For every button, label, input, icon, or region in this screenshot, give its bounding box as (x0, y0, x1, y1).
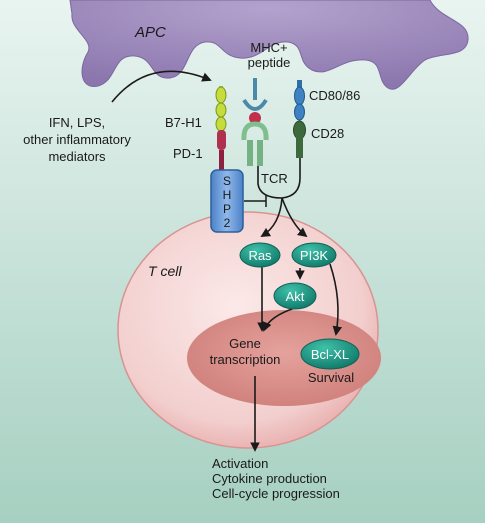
gene-label-line2: transcription (210, 352, 281, 367)
mhc-label-line2: peptide (248, 55, 291, 70)
mhc-label-line1: MHC+ (250, 40, 287, 55)
akt-label: Akt (286, 289, 305, 304)
cd28-receptor (293, 120, 306, 158)
shp2-letter-s: S (223, 174, 231, 188)
outcome-cell-cycle: Cell-cycle progression (212, 486, 340, 501)
pi3k-label: PI3K (300, 248, 329, 263)
outcome-cytokine: Cytokine production (212, 471, 327, 486)
gene-label-line1: Gene (229, 336, 261, 351)
bcl-xl-label: Bcl-XL (311, 347, 349, 362)
arrow-akt-to-gene (262, 307, 296, 332)
survival-label: Survival (308, 370, 354, 385)
t-cell-label: T cell (148, 263, 182, 279)
pd-1-receptor (217, 130, 226, 172)
ifn-label-line1: IFN, LPS, (49, 115, 105, 130)
cd28-signal-line (281, 158, 301, 199)
ifn-label-line2: other inflammatory (23, 132, 131, 147)
cd80-86-receptor (294, 80, 305, 121)
apc-cell (69, 0, 469, 90)
arrow-pi3k-to-bclxl (329, 263, 343, 336)
cd28-label: CD28 (311, 126, 344, 141)
tcr-receptor (241, 121, 269, 166)
inhibition-arrow (244, 195, 267, 207)
ras-label: Ras (248, 248, 272, 263)
outcome-activation: Activation (212, 456, 268, 471)
shp2-letter-2: 2 (224, 216, 231, 230)
shp2-box (210, 169, 244, 233)
b7-h1-label: B7-H1 (165, 115, 202, 130)
mhc-peptide (242, 78, 268, 124)
bcl-xl-node: Bcl-XL (300, 338, 360, 370)
tcr-label: TCR (261, 171, 288, 186)
ras-node: Ras (239, 242, 281, 268)
akt-node: Akt (273, 282, 317, 310)
arrow-to-pi3k (281, 197, 308, 238)
shp2-letter-p: P (223, 202, 231, 216)
arrow-to-ras (260, 197, 283, 238)
pd-1-label: PD-1 (173, 146, 203, 161)
shp2-letter-h: H (223, 188, 232, 202)
b7-h1-receptor (215, 86, 227, 142)
pi3k-node: PI3K (291, 242, 337, 268)
nucleus (187, 310, 381, 406)
ifn-label-line3: mediators (48, 149, 106, 164)
apc-label: APC (134, 24, 166, 41)
tcr-signal-line (257, 166, 283, 199)
arrow-ifn-to-b7h1 (111, 70, 212, 103)
cd80-86-label: CD80/86 (309, 88, 360, 103)
